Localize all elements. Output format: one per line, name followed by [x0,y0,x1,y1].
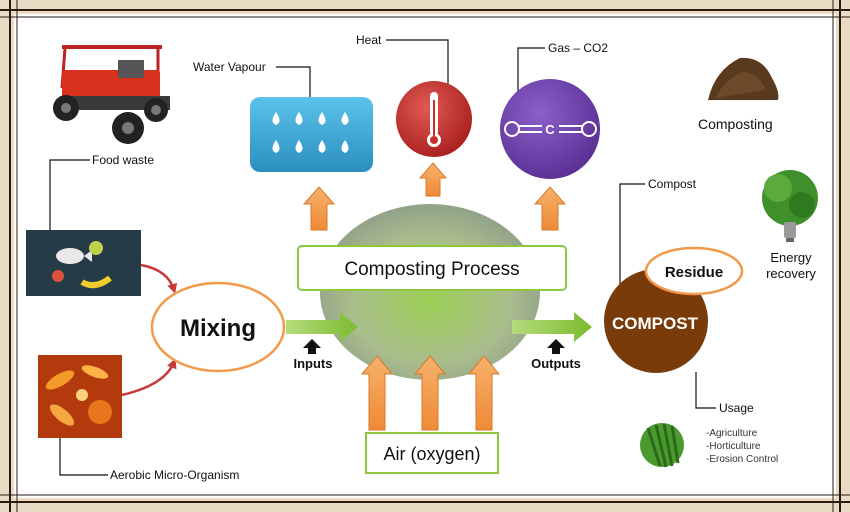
water-vapour-callout-line [276,66,311,108]
composting-process-label: Composting Process [344,259,519,280]
outputs-up-arrow-icon [547,339,565,354]
composting-process-sphere [320,204,540,380]
usage-label: Usage [719,401,754,415]
water-vapour-box [250,97,373,172]
usage-item-erosion-control: -Erosion Control [706,454,778,465]
compost-callout-line [619,183,645,300]
composting-side-label: Composting [698,116,773,132]
heat-circle [396,81,472,157]
air-oxygen-label: Air (oxygen) [383,444,480,464]
compost-turner-machine-image [53,45,170,144]
residue-label: Residue [665,264,723,281]
inputs-arrow [286,312,358,342]
outputs-arrow [512,312,592,342]
mixing-label: Mixing [180,315,256,342]
aerobic-micro-organism-label: Aerobic Micro-Organism [110,468,239,482]
compost-circle [604,269,708,373]
co2-carbon-atom-label: C [545,122,555,137]
composting-process-box [297,245,567,291]
compost-label: Compost [648,177,697,191]
microbe-callout-line [59,438,108,476]
energy-recovery-label-line2: recovery [766,266,816,281]
output-arrows [302,162,567,231]
food-waste-callout-line [49,159,90,230]
energy-recovery-tree-bulb-image [762,170,818,242]
inputs-label: Inputs [294,356,333,371]
energy-recovery-label-line1: Energy [770,250,812,265]
food-waste-label: Food waste [92,153,154,167]
gas-co2-label: Gas – CO2 [548,41,608,55]
agriculture-field-image [640,423,684,468]
air-input-arrows [360,355,501,431]
residue-ellipse [644,246,744,296]
heat-label: Heat [356,33,382,47]
gas-callout-line [517,47,545,108]
aerobic-micro-organism-image [38,355,122,438]
air-oxygen-box [365,432,499,474]
compost-pile-image [708,57,779,100]
inputs-up-arrow-icon [303,339,321,354]
water-vapour-label: Water Vapour [193,60,266,74]
usage-item-agriculture: -Agriculture [706,428,758,439]
heat-callout-line [386,39,449,100]
usage-item-horticulture: -Horticulture [706,441,761,452]
gas-co2-circle: C [500,79,600,179]
food-waste-image [26,230,141,296]
compost-center-label: COMPOST [612,314,699,333]
mixing-ellipse [150,281,286,373]
microbe-to-mixing-arrow [121,358,177,397]
food-to-mixing-arrow [140,263,178,294]
outputs-label: Outputs [531,356,581,371]
usage-callout-line [695,372,716,409]
